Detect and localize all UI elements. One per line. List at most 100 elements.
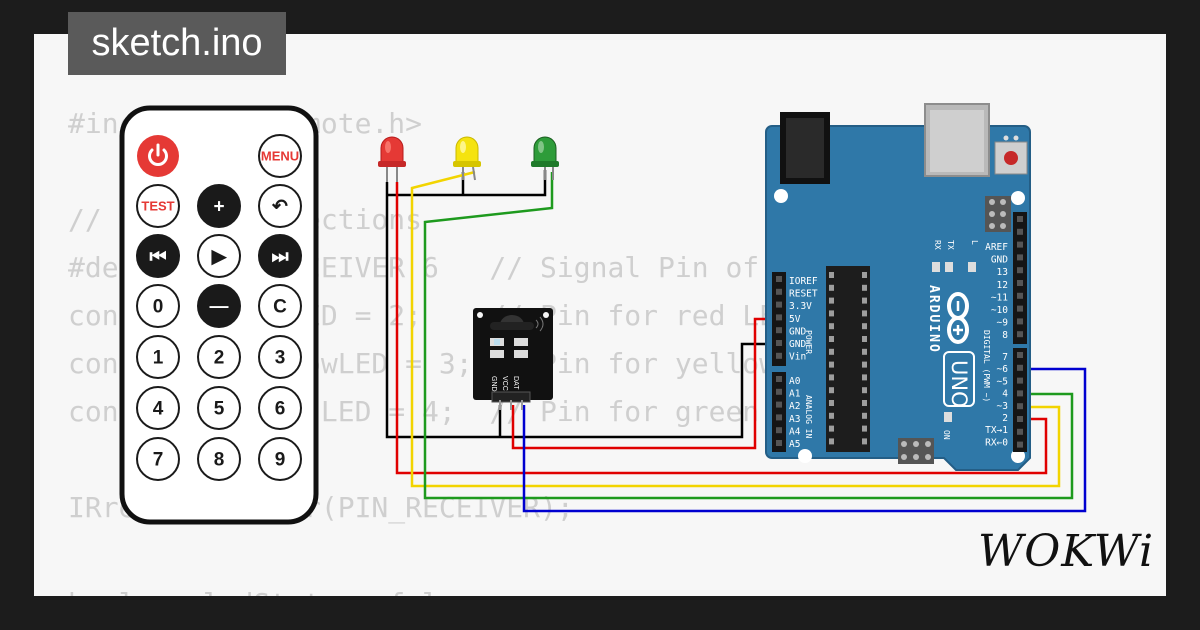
- prev-button-label: ⏮: [149, 247, 166, 268]
- play-button[interactable]: ▶: [197, 234, 241, 278]
- play-button-label: ▶: [211, 247, 228, 268]
- digit-7-button[interactable]: 7: [136, 437, 180, 481]
- digit-8-button[interactable]: 8: [197, 437, 241, 481]
- menu-button-label: MENU: [261, 149, 299, 164]
- menu-button[interactable]: MENU: [258, 134, 302, 178]
- back-button[interactable]: ↶: [258, 184, 302, 228]
- pin-label: RX←0: [985, 437, 1008, 448]
- pin-label: ON: [942, 430, 951, 440]
- microcontroller-chip: [826, 266, 870, 452]
- arduino-logo: [947, 292, 969, 344]
- wire-yellow-led: [410, 170, 1061, 488]
- pin-label: ~9: [997, 318, 1009, 329]
- remote-buttons: MENU TEST + ↶ ⏮ ▶ ⏭ 0 — C 1 2 3 4 5 6 7 8 9: [136, 134, 302, 481]
- pin-label: GND: [991, 255, 1008, 266]
- digit-3-button-label: 3: [275, 348, 286, 369]
- ir-pin-dat-label: DAT: [512, 376, 519, 390]
- ir-receiver[interactable]: GND VCC DAT: [473, 308, 553, 410]
- arduino-model-label: UNO: [947, 360, 971, 408]
- pin-label: RX: [933, 240, 942, 250]
- pin-label: A0: [789, 376, 801, 387]
- pin-label: ~11: [991, 292, 1008, 303]
- digit-5-button[interactable]: 5: [197, 386, 241, 430]
- ir-pin-vcc-label: VCC: [501, 376, 508, 391]
- minus-button[interactable]: —: [197, 284, 241, 328]
- led-red[interactable]: [378, 136, 406, 182]
- next-button-label: ⏭: [271, 247, 288, 268]
- sketch-title: sketch.ino: [68, 12, 286, 75]
- pin-label: GND: [789, 339, 806, 350]
- pin-label: IOREF: [789, 276, 818, 287]
- pin-label: POWER: [804, 330, 813, 354]
- analog-header: [772, 372, 786, 452]
- pin-label: ~3: [997, 401, 1008, 412]
- prev-button[interactable]: ⏮: [136, 234, 180, 278]
- pin-label: A1: [789, 389, 801, 400]
- digit-7-button-label: 7: [153, 450, 164, 471]
- pin-label: Vin: [789, 352, 806, 363]
- pin-label: GND: [789, 326, 806, 337]
- ir-remote: MENU TEST + ↶ ⏮ ▶ ⏭ 0 — C 1 2 3 4 5 6 7 8 9: [119, 105, 319, 525]
- digit-4-button[interactable]: 4: [136, 386, 180, 430]
- pin-label: 5V: [789, 314, 801, 325]
- pin-label: 2: [1002, 413, 1008, 424]
- digit-9-button-label: 9: [275, 450, 286, 471]
- ir-pin-gnd-label: GND: [490, 376, 497, 392]
- c-button[interactable]: C: [258, 284, 302, 328]
- pin-label: ~6: [997, 364, 1009, 375]
- digit-4-button-label: 4: [153, 399, 164, 420]
- pin-label: A4: [789, 426, 801, 437]
- code-line: boolean ledState = false;: [68, 584, 489, 596]
- pin-label: A2: [789, 401, 800, 412]
- pin-label: ANALOG IN: [804, 395, 813, 439]
- reset-button[interactable]: [1004, 151, 1018, 165]
- wokwi-logo: WOKWi: [978, 526, 1154, 577]
- digital-header-low: [1013, 348, 1027, 452]
- wire-green-led: [423, 172, 1074, 500]
- power-button[interactable]: [137, 135, 179, 177]
- minus-button-label: —: [210, 297, 229, 318]
- digit-2-button-label: 2: [214, 348, 225, 369]
- digital-header-high: [1013, 212, 1027, 344]
- test-button[interactable]: TEST: [136, 184, 180, 228]
- pin-label: L: [970, 240, 979, 245]
- digit-6-button-label: 6: [275, 399, 286, 420]
- pin-label: 7: [1002, 352, 1008, 363]
- plus-button-label: +: [213, 197, 224, 218]
- pin-label: 12: [997, 280, 1008, 291]
- test-button-label: TEST: [141, 199, 174, 214]
- digit-3-button[interactable]: 3: [258, 335, 302, 379]
- pin-label: TX: [946, 240, 955, 250]
- digit-9-button[interactable]: 9: [258, 437, 302, 481]
- led-green[interactable]: [531, 136, 559, 180]
- pin-label: DIGITAL (PWM ~): [982, 330, 991, 402]
- plus-button[interactable]: +: [197, 184, 241, 228]
- digit-1-button[interactable]: 1: [136, 335, 180, 379]
- pin-label: TX→1: [985, 425, 1008, 436]
- arduino-brand-label: ARDUINO: [926, 285, 941, 354]
- wire-black-leds: [385, 182, 785, 439]
- wire-red-5v: [511, 317, 785, 450]
- pin-label: A3: [789, 414, 800, 425]
- pin-label: 13: [997, 267, 1008, 278]
- digit-6-button[interactable]: 6: [258, 386, 302, 430]
- pin-label: 3.3V: [789, 301, 812, 312]
- led-yellow[interactable]: [453, 136, 481, 181]
- pin-label: 4: [1002, 389, 1008, 400]
- digit-0-button[interactable]: 0: [136, 284, 180, 328]
- arduino-uno[interactable]: IOREFRESET3.3V5VGNDGNDVinA0A1A2A3A4A5ARE…: [765, 103, 1031, 471]
- pin-label: RESET: [789, 289, 818, 300]
- digit-2-button[interactable]: 2: [197, 335, 241, 379]
- digit-0-button-label: 0: [153, 297, 164, 318]
- pin-label: ~10: [991, 305, 1008, 316]
- back-button-label: ↶: [271, 197, 288, 218]
- digit-1-button-label: 1: [153, 348, 164, 369]
- wire-blue-signal: [522, 367, 1087, 513]
- next-button[interactable]: ⏭: [258, 234, 302, 278]
- c-button-label: C: [273, 297, 287, 318]
- digit-5-button-label: 5: [214, 399, 225, 420]
- pin-label: AREF: [985, 242, 1008, 253]
- digit-8-button-label: 8: [214, 450, 225, 471]
- pin-label: 8: [1002, 330, 1008, 341]
- pin-label: ~5: [997, 376, 1008, 387]
